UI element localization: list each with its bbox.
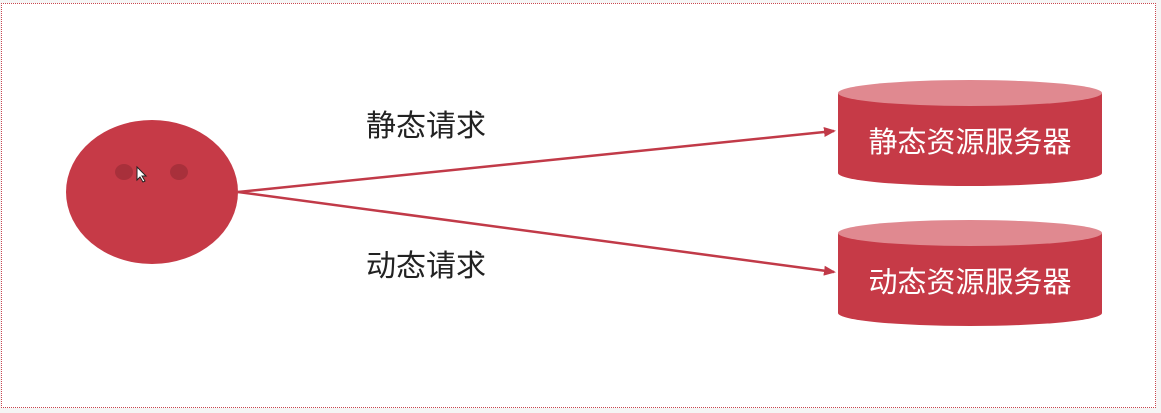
client-right-eye bbox=[170, 164, 188, 180]
dynamic-resource-server: 动态资源服务器 bbox=[838, 220, 1102, 326]
dynamic-server-label: 动态资源服务器 bbox=[868, 265, 1071, 299]
static-server-top bbox=[838, 80, 1102, 106]
dynamic-request-label: 动态请求 bbox=[366, 249, 486, 284]
mouse-cursor-icon bbox=[136, 165, 148, 183]
static-server-label: 静态资源服务器 bbox=[868, 125, 1071, 159]
static-request-arrow bbox=[237, 127, 836, 194]
dynamic-server-top bbox=[838, 220, 1102, 246]
static-server-body bbox=[838, 93, 1102, 186]
client-face bbox=[66, 120, 238, 264]
client-node bbox=[66, 120, 238, 264]
client-left-eye bbox=[115, 164, 133, 180]
dynamic-server-body bbox=[838, 233, 1102, 326]
dynamic-request-arrow bbox=[237, 190, 836, 276]
static-request-label: 静态请求 bbox=[366, 109, 486, 144]
static-resource-server: 静态资源服务器 bbox=[838, 80, 1102, 186]
